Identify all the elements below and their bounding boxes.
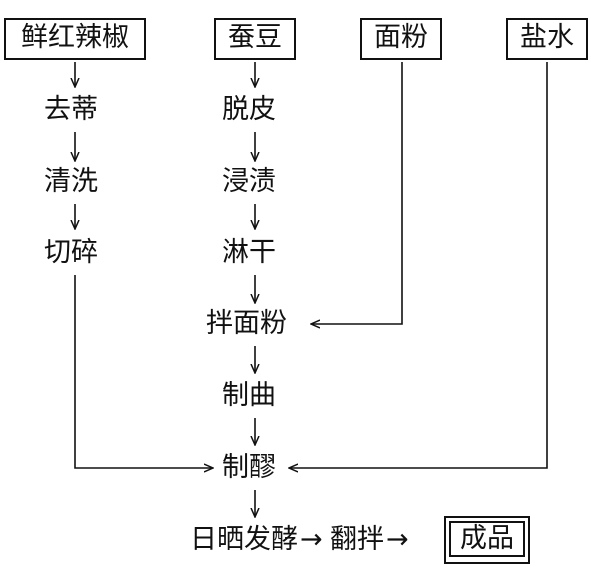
input-box-flour: 面粉 xyxy=(360,18,442,60)
input-box-pepper: 鲜红辣椒 xyxy=(4,18,146,60)
arrow-brine-to-mash xyxy=(290,62,548,468)
step-sun-ferment: 日晒发酵 xyxy=(190,524,298,555)
step-soak: 浸渍 xyxy=(222,166,276,197)
arrow-stir-to-product: → xyxy=(386,524,409,555)
step-peel: 脱皮 xyxy=(222,94,276,125)
step-drain: 淋干 xyxy=(222,237,276,268)
product-label: 成品 xyxy=(449,521,525,557)
step-stir: 翻拌 xyxy=(330,524,384,555)
input-box-brine: 盐水 xyxy=(506,18,588,60)
step-mix-flour: 拌面粉 xyxy=(206,308,287,339)
step-chop: 切碎 xyxy=(44,237,98,268)
arrow-chop-to-mash xyxy=(74,275,212,468)
arrow-ferment-to-stir: → xyxy=(300,524,323,555)
product-box: 成品 xyxy=(444,516,530,564)
step-wash: 清洗 xyxy=(44,166,98,197)
arrow-flour-to-mix xyxy=(312,62,403,324)
step-make-mash: 制醪 xyxy=(222,452,276,483)
step-make-koji: 制曲 xyxy=(222,380,276,411)
input-box-beans: 蚕豆 xyxy=(214,18,296,60)
step-remove-stem: 去蒂 xyxy=(44,94,98,125)
